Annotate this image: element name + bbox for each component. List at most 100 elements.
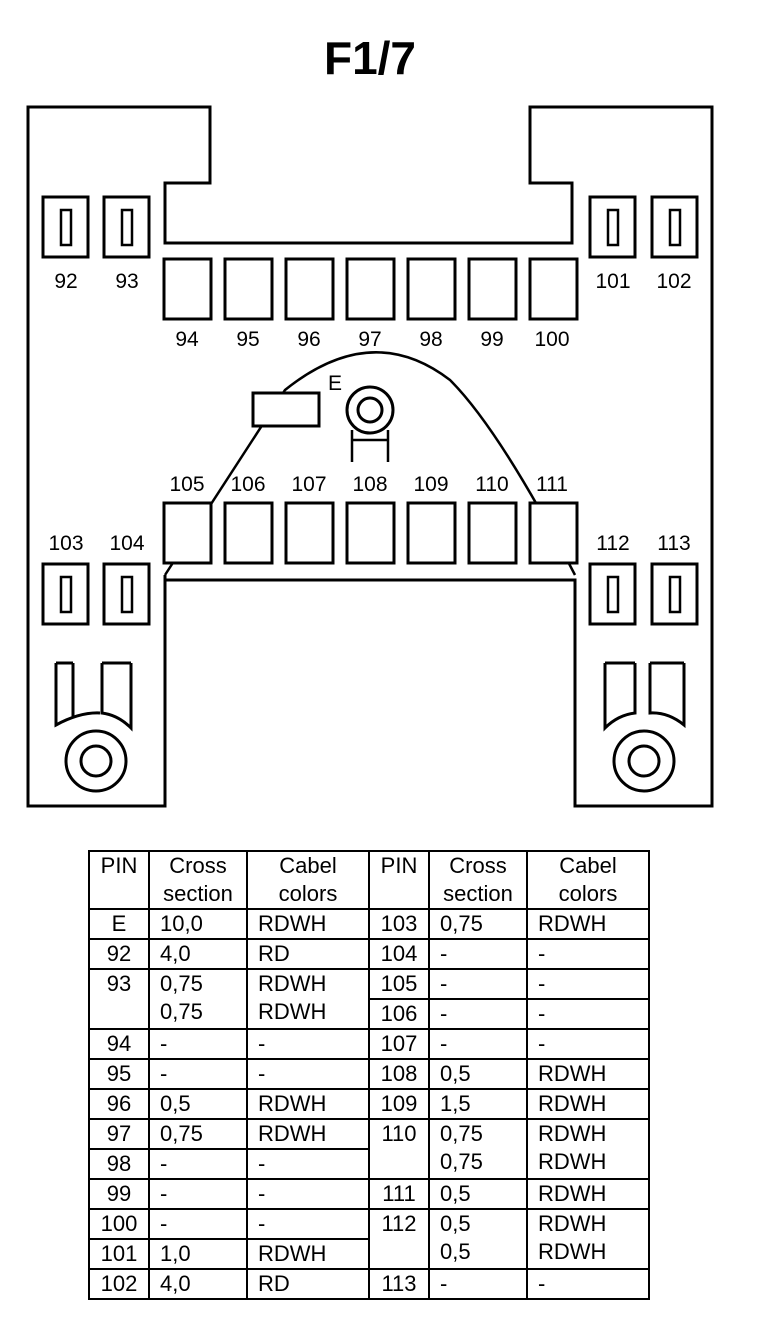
label-111: 111 xyxy=(536,473,568,496)
cell-pin: 94 xyxy=(88,1028,150,1060)
label-102: 102 xyxy=(656,270,691,293)
pin-101-slot xyxy=(588,195,637,259)
table-row: 95 - - 108 0,5 RDWH xyxy=(88,1058,650,1090)
label-93: 93 xyxy=(115,270,138,293)
pin-110-box xyxy=(467,501,518,565)
cell-color: RDWH xyxy=(526,908,650,940)
pin-94-box xyxy=(162,257,213,321)
cell-section: 4,0 xyxy=(148,938,248,970)
pin-97-box xyxy=(345,257,396,321)
cell-section: - xyxy=(148,1178,248,1210)
cell-pin: 104 xyxy=(368,938,430,970)
cell-section: 4,0 xyxy=(148,1268,248,1300)
table-row: 99 - - 111 0,5 RDWH xyxy=(88,1178,650,1210)
pin-92-slot xyxy=(41,195,90,259)
cell-section: - xyxy=(148,1058,248,1090)
cell-color: RDWH xyxy=(526,1088,650,1120)
label-94: 94 xyxy=(175,328,199,351)
cell-pin: 108 xyxy=(368,1058,430,1090)
table-row: 101 1,0 RDWH xyxy=(88,1238,649,1270)
table-row: 100 - - 112 0,5 0,5 RDWH RDWH xyxy=(88,1208,650,1270)
cell-color: RDWH RDWH xyxy=(526,1118,650,1180)
pin-105-box xyxy=(162,501,213,565)
cell-section: 0,75 xyxy=(148,1118,248,1150)
cell-pin: 105 xyxy=(368,968,430,1000)
cell-color: - xyxy=(526,1268,650,1300)
label-98: 98 xyxy=(419,328,442,351)
ground-terminal-e xyxy=(251,391,321,428)
label-110: 110 xyxy=(475,473,508,496)
cell-color: - xyxy=(246,1208,370,1240)
cell-pin: 97 xyxy=(88,1118,150,1150)
cell-pin: E xyxy=(88,908,150,940)
label-109: 109 xyxy=(413,473,448,496)
label-112: 112 xyxy=(596,532,629,555)
cell-color: RDWH xyxy=(246,1088,370,1120)
cell-color: - xyxy=(526,938,650,970)
pin-112-slot xyxy=(588,562,637,626)
cell-color: RDWH xyxy=(526,1058,650,1090)
cell-section: 0,5 xyxy=(428,1058,528,1090)
pin-106-box xyxy=(223,501,274,565)
cell-color: RDWH RDWH xyxy=(246,968,370,1030)
label-105: 105 xyxy=(169,473,204,496)
label-107: 107 xyxy=(291,473,326,496)
label-108: 108 xyxy=(352,473,387,496)
cell-section: - xyxy=(428,938,528,970)
cell-pin: 109 xyxy=(368,1088,430,1120)
cell-pin: 101 xyxy=(88,1238,150,1270)
pin-109-box xyxy=(406,501,457,565)
label-E: E xyxy=(328,372,342,395)
cell-color: RD xyxy=(246,938,370,970)
label-103: 103 xyxy=(48,532,83,555)
latch-left-icon xyxy=(54,661,133,793)
cell-color: - xyxy=(246,1028,370,1060)
cell-section: - xyxy=(428,1028,528,1060)
pin-95-box xyxy=(223,257,274,321)
cell-pin: 93 xyxy=(88,968,150,1030)
table-row: 94 - - 107 - - xyxy=(88,1028,650,1060)
table-row: 97 0,75 RDWH 110 0,75 0,75 RDWH RDWH xyxy=(88,1118,650,1180)
cell-color: RDWH xyxy=(246,908,370,940)
pin-107-box xyxy=(284,501,335,565)
label-92: 92 xyxy=(54,270,77,293)
cell-pin: 106 xyxy=(368,998,430,1030)
pin-99-box xyxy=(467,257,518,321)
label-101: 101 xyxy=(595,270,630,293)
pin-93-slot xyxy=(102,195,151,259)
cell-pin: 100 xyxy=(88,1208,150,1240)
cell-color: - xyxy=(526,968,650,1000)
cell-section: 0,5 xyxy=(428,1178,528,1210)
label-113: 113 xyxy=(657,532,690,555)
header-cross-section-left: Cross section xyxy=(148,850,248,910)
cell-pin: 111 xyxy=(368,1178,430,1210)
cell-color: RDWH xyxy=(246,1238,370,1270)
cell-color: - xyxy=(246,1178,370,1210)
pin-102-slot xyxy=(650,195,699,259)
table-row: 106 - - xyxy=(89,998,650,1030)
table-row: 96 0,5 RDWH 109 1,5 RDWH xyxy=(88,1088,650,1120)
cell-section: 10,0 xyxy=(148,908,248,940)
table-header-row: PIN Cross section Cabel colors PIN Cross… xyxy=(88,850,650,910)
ground-stud-icon xyxy=(345,385,395,462)
cell-pin: 103 xyxy=(368,908,430,940)
table-row: 102 4,0 RD 113 - - xyxy=(88,1268,650,1300)
cell-color: - xyxy=(526,1028,650,1060)
pin-assignment-table: PIN Cross section Cabel colors PIN Cross… xyxy=(88,850,650,1300)
label-100: 100 xyxy=(534,328,569,351)
cell-section: 0,5 0,5 xyxy=(428,1208,528,1270)
dome-outline xyxy=(163,351,577,576)
cell-section: - xyxy=(148,1148,248,1180)
header-cross-section-right: Cross section xyxy=(428,850,528,910)
cell-pin: 92 xyxy=(88,938,150,970)
cell-pin: 99 xyxy=(88,1178,150,1210)
cell-section: 0,75 0,75 xyxy=(148,968,248,1030)
latch-right-icon xyxy=(603,661,686,793)
cell-section: - xyxy=(428,998,528,1030)
label-95: 95 xyxy=(236,328,259,351)
pin-98-box xyxy=(406,257,457,321)
connector-diagram: 92 93 101 102 94 95 96 97 98 99 100 E 10… xyxy=(26,105,714,808)
table-row: 93 0,75 0,75 RDWH RDWH 105 - - xyxy=(88,968,650,1030)
pin-96-box xyxy=(284,257,335,321)
cell-section: 0,75 0,75 xyxy=(428,1118,528,1180)
